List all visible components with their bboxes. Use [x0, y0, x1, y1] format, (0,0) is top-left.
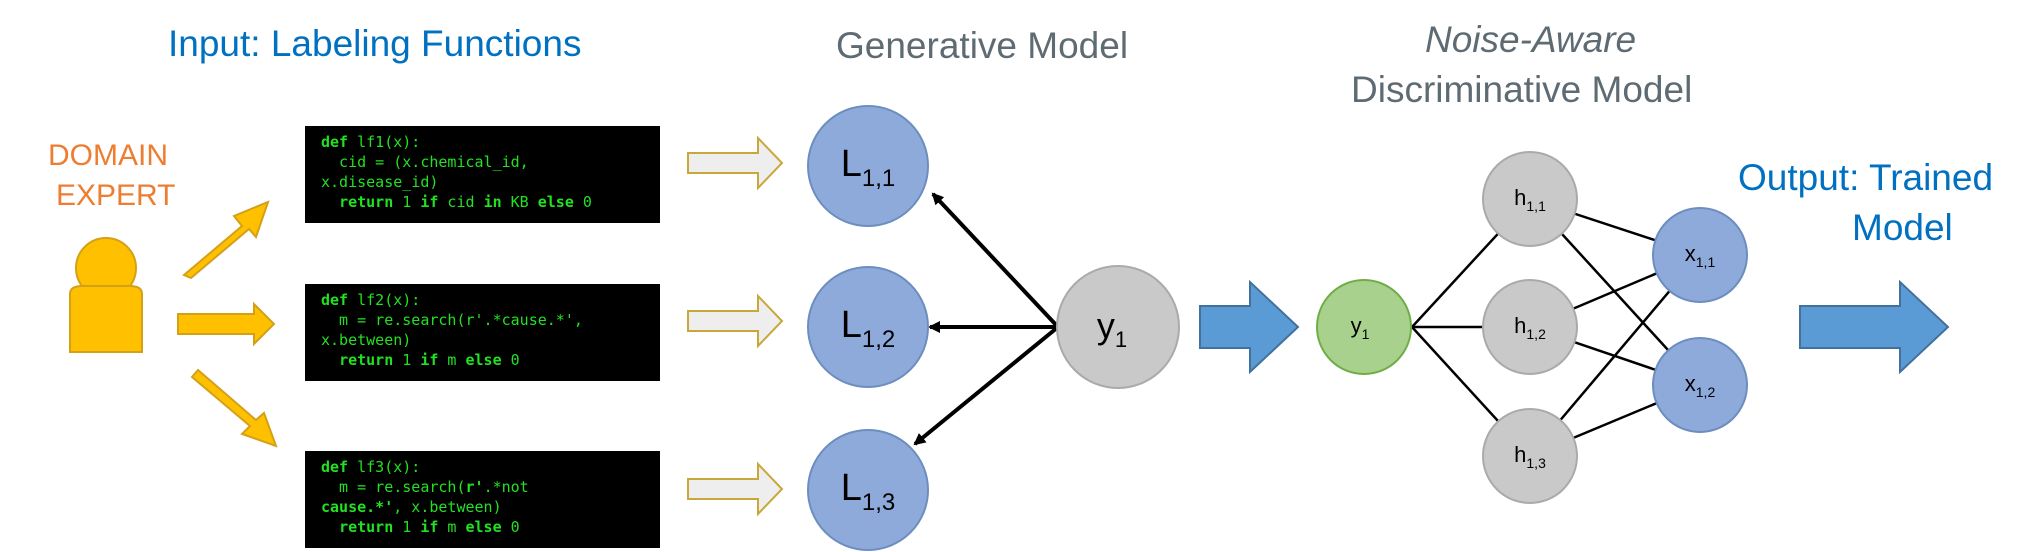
- code-text: , x.between): [393, 498, 502, 516]
- code-text: 0: [501, 518, 520, 536]
- code-line: cause.*', x.between): [321, 497, 644, 517]
- person-icon: [69, 237, 143, 353]
- code-line: def lf2(x):: [321, 290, 644, 310]
- noise-aware-title: Noise-Aware: [1425, 19, 1637, 60]
- code-text: m: [438, 351, 466, 369]
- discriminative-model-title: Discriminative Model: [1351, 69, 1693, 110]
- code-line: return 1 if m else 0: [321, 350, 644, 370]
- code-keyword: in: [483, 193, 502, 211]
- code-line: cid = (x.chemical_id,: [321, 152, 644, 172]
- domain-expert-label-line2: EXPERT: [56, 179, 176, 212]
- code-text: cid = (x.chemical_id,: [321, 153, 529, 171]
- code-line: def lf3(x):: [321, 457, 644, 477]
- svg-text:x1,2: x1,2: [1685, 371, 1716, 400]
- node-l12: L1,2: [807, 266, 929, 388]
- code-keyword: return: [339, 351, 394, 369]
- expert-arrow-down: [190, 368, 278, 448]
- code-keyword: if: [420, 351, 439, 369]
- code-text: KB: [501, 193, 538, 211]
- svg-text:L1,1: L1,1: [841, 143, 896, 192]
- code-text: x.disease_id): [321, 173, 439, 191]
- lf3-output-arrow: [687, 461, 784, 517]
- code-keyword: if: [420, 518, 439, 536]
- node-x11: x1,1: [1652, 207, 1748, 303]
- lf1-output-arrow: [687, 135, 784, 191]
- transition-arrow: [1199, 279, 1300, 375]
- input-title: Input: Labeling Functions: [168, 23, 582, 64]
- code-keyword: def: [321, 133, 349, 151]
- code-text: m: [438, 518, 466, 536]
- expert-arrow-right: [177, 301, 276, 347]
- code-keyword: else: [537, 193, 574, 211]
- labeling-function-1: def lf1(x): cid = (x.chemical_id, x.disea…: [305, 126, 660, 223]
- code-text: lf2(x):: [348, 291, 421, 309]
- code-keyword: r': [465, 478, 484, 496]
- svg-text:y1: y1: [1097, 305, 1127, 352]
- node-x12: x1,2: [1652, 337, 1748, 433]
- code-text: 1: [393, 193, 421, 211]
- code-keyword: else: [465, 351, 502, 369]
- labeling-function-2: def lf2(x): m = re.search(r'.*cause.*', x…: [305, 284, 660, 381]
- code-text: lf3(x):: [348, 458, 421, 476]
- node-h12: h1,2: [1482, 279, 1578, 375]
- code-text: m = re.search(r'.*cause.*',: [321, 311, 583, 329]
- code-text: 1: [393, 518, 421, 536]
- svg-text:h1,2: h1,2: [1514, 313, 1546, 342]
- code-keyword: return: [339, 193, 394, 211]
- svg-text:y1: y1: [1351, 313, 1370, 342]
- code-keyword: return: [339, 518, 394, 536]
- code-line: return 1 if cid in KB else 0: [321, 192, 644, 212]
- lf2-output-arrow: [687, 293, 784, 349]
- svg-text:h1,3: h1,3: [1514, 442, 1546, 471]
- expert-arrow-up: [182, 200, 270, 280]
- node-l13: L1,3: [807, 429, 929, 551]
- edge-y1-l13: [913, 325, 1060, 446]
- node-h11: h1,1: [1482, 151, 1578, 247]
- svg-text:h1,1: h1,1: [1514, 185, 1546, 214]
- node-y1-latent: y1: [1056, 265, 1180, 389]
- output-arrow: [1799, 279, 1950, 375]
- code-text: 0: [573, 193, 592, 211]
- svg-text:L1,2: L1,2: [841, 304, 896, 353]
- code-keyword: else: [465, 518, 502, 536]
- code-line: x.disease_id): [321, 172, 644, 192]
- node-y1-input: y1: [1316, 279, 1412, 375]
- generative-model-title: Generative Model: [836, 25, 1129, 66]
- node-h13: h1,3: [1482, 408, 1578, 504]
- domain-expert-label-line1: DOMAIN: [48, 139, 168, 172]
- code-text: 0: [501, 351, 520, 369]
- node-l11: L1,1: [807, 105, 929, 227]
- code-text: m = re.search(: [321, 478, 466, 496]
- code-line: return 1 if m else 0: [321, 517, 644, 537]
- code-text: cid: [438, 193, 484, 211]
- code-keyword: if: [420, 193, 439, 211]
- output-title-line1: Output: Trained: [1738, 157, 1994, 198]
- code-line: x.between): [321, 330, 644, 350]
- svg-text:x1,1: x1,1: [1685, 241, 1716, 270]
- code-text: x.between): [321, 331, 412, 349]
- code-text: lf1(x):: [348, 133, 421, 151]
- edge-y1-l11: [931, 192, 1060, 329]
- code-line: def lf1(x):: [321, 132, 644, 152]
- svg-text:L1,3: L1,3: [841, 467, 896, 516]
- code-keyword: def: [321, 458, 349, 476]
- code-text: .*not: [483, 478, 529, 496]
- code-line: m = re.search(r'.*cause.*',: [321, 310, 644, 330]
- code-keyword: def: [321, 291, 349, 309]
- code-line: m = re.search(r'.*not: [321, 477, 644, 497]
- output-title-line2: Model: [1852, 207, 1953, 248]
- code-keyword: cause.*': [321, 498, 394, 516]
- code-text: 1: [393, 351, 421, 369]
